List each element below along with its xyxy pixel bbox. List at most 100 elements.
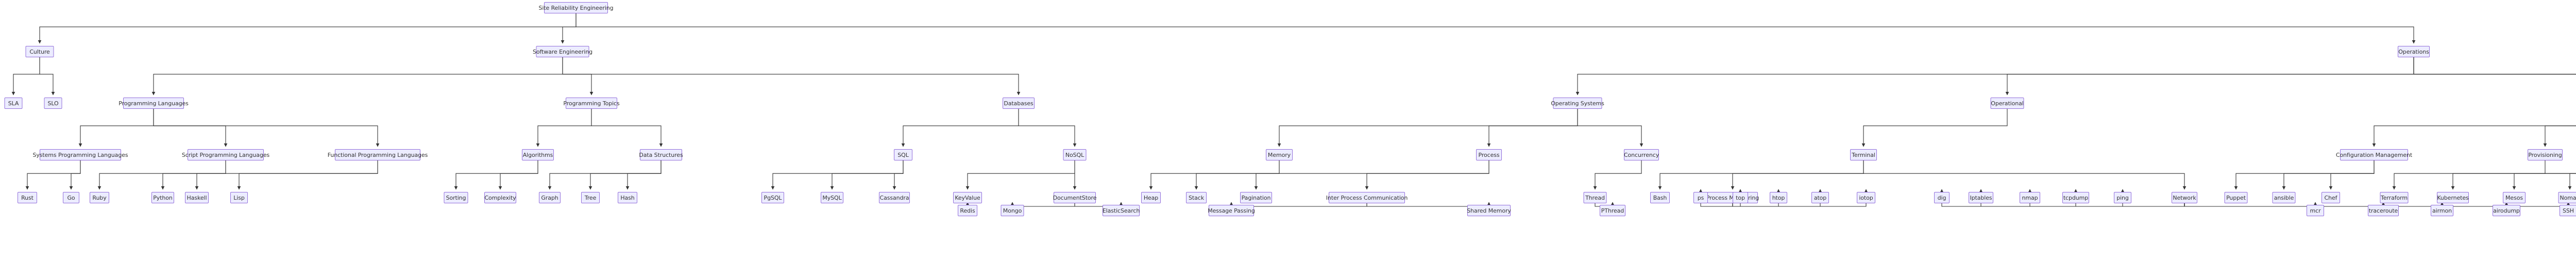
node-label: airodump: [2493, 207, 2520, 214]
node-stack[interactable]: Stack: [1186, 192, 1207, 203]
edge-progtopics-to-algorithms: [536, 109, 592, 147]
node-label: Kubernetes: [2437, 194, 2469, 201]
node-process[interactable]: Process: [1476, 149, 1502, 160]
node-network[interactable]: Network: [2172, 192, 2197, 203]
edge-orchestration-to-kubernetes: [2451, 173, 2576, 190]
node-slo[interactable]: SLO: [44, 98, 62, 109]
node-ops[interactable]: Operations: [2398, 46, 2430, 57]
node-ansible[interactable]: ansible: [2272, 192, 2296, 203]
node-sql[interactable]: SQL: [894, 149, 912, 160]
node-nomad[interactable]: Nomad: [2558, 192, 2576, 203]
node-tcpdump[interactable]: tcpdump: [2062, 192, 2089, 203]
edge-configmgmt-to-ansible: [2282, 160, 2375, 190]
node-mesos[interactable]: Mesos: [2503, 192, 2526, 203]
node-heap[interactable]: Heap: [1141, 192, 1161, 203]
node-ping[interactable]: ping: [2114, 192, 2131, 203]
node-tree[interactable]: Tree: [581, 192, 600, 203]
node-python[interactable]: Python: [151, 192, 174, 203]
node-concurrency[interactable]: Concurrency: [1624, 149, 1659, 160]
node-graph[interactable]: Graph: [539, 192, 561, 203]
node-configmgmt[interactable]: Configuration Management: [2336, 149, 2412, 160]
node-proglang[interactable]: Programming Languages: [118, 98, 189, 109]
node-sre[interactable]: Site Reliability Engineering: [538, 2, 614, 13]
node-swe[interactable]: Software Engineering: [533, 46, 592, 57]
node-scriptprog[interactable]: Script Programming Languages: [182, 149, 269, 160]
node-label: ElasticSearch: [1102, 207, 1140, 214]
node-documentstore[interactable]: DocumentStore: [1053, 192, 1096, 203]
node-label: Message Passing: [1208, 207, 1255, 214]
edge-databases-to-nosql: [1018, 109, 1077, 147]
node-redis[interactable]: Redis: [958, 205, 977, 216]
node-top[interactable]: top: [1733, 192, 1748, 203]
node-ssh[interactable]: SSH: [2560, 205, 2576, 216]
node-sysprog[interactable]: Systems Programming Languages: [33, 149, 128, 160]
node-ps[interactable]: ps: [1693, 192, 1708, 203]
node-nosql[interactable]: NoSQL: [1063, 149, 1087, 160]
node-atop[interactable]: atop: [1811, 192, 1829, 203]
node-puppet[interactable]: Puppet: [2224, 192, 2248, 203]
node-keyvalue[interactable]: KeyValue: [953, 192, 982, 203]
node-haskell[interactable]: Haskell: [185, 192, 209, 203]
node-label: Databases: [1004, 100, 1033, 107]
node-nmap[interactable]: nmap: [2020, 192, 2040, 203]
node-pthread[interactable]: PThread: [1600, 205, 1625, 216]
node-datastruct[interactable]: Data Structures: [639, 149, 683, 160]
node-htop[interactable]: htop: [1770, 192, 1787, 203]
node-label: Nomad: [2560, 194, 2576, 201]
node-bash[interactable]: Bash: [1650, 192, 1670, 203]
node-iptables[interactable]: Iptables: [1969, 192, 1993, 203]
node-cassandra[interactable]: Cassandra: [879, 192, 910, 203]
node-culture[interactable]: Culture: [25, 46, 54, 57]
node-label: MySQL: [822, 194, 842, 201]
node-terraform[interactable]: Terraform: [2380, 192, 2409, 203]
node-label: Graph: [541, 194, 558, 201]
node-progtopics[interactable]: Programming Topics: [563, 98, 620, 109]
node-label: Functional Programming Languages: [327, 151, 428, 158]
node-complexity[interactable]: Complexity: [484, 192, 516, 203]
node-label: Operational: [1991, 100, 2024, 107]
node-lisp[interactable]: Lisp: [230, 192, 248, 203]
node-chef[interactable]: Chef: [2321, 192, 2340, 203]
node-label: Iptables: [1970, 194, 1992, 201]
node-ruby[interactable]: Ruby: [90, 192, 109, 203]
node-algorithms[interactable]: Algorithms: [522, 149, 554, 160]
node-rust[interactable]: Rust: [18, 192, 37, 203]
node-sorting[interactable]: Sorting: [444, 192, 468, 203]
edge-scriptprog-to-ruby: [97, 160, 226, 190]
node-elasticsearch[interactable]: ElasticSearch: [1103, 205, 1140, 216]
node-label: Programming Languages: [118, 100, 189, 107]
node-messagepassing[interactable]: Message Passing: [1208, 205, 1255, 216]
node-kubernetes[interactable]: Kubernetes: [2437, 192, 2469, 203]
node-operational[interactable]: Operational: [1990, 98, 2024, 109]
node-go[interactable]: Go: [63, 192, 79, 203]
node-funcprog[interactable]: Functional Programming Languages: [328, 149, 428, 160]
node-sharedmemory[interactable]: Shared Memory: [1467, 205, 1511, 216]
edge-concurrency-to-thread: [1593, 160, 1642, 190]
node-airodump[interactable]: airodump: [2493, 205, 2520, 216]
node-thread[interactable]: Thread: [1583, 192, 1607, 203]
edge-terminal-to-network: [1863, 160, 2187, 190]
node-pagination[interactable]: Pagination: [1240, 192, 1272, 203]
node-hash[interactable]: Hash: [618, 192, 637, 203]
node-opsys[interactable]: Operating Systems: [1551, 98, 1604, 109]
node-label: Puppet: [2226, 194, 2246, 201]
node-mysql[interactable]: MySQL: [821, 192, 843, 203]
node-mongo[interactable]: Mongo: [1001, 205, 1024, 216]
node-label: ping: [2116, 194, 2129, 201]
node-sla[interactable]: SLA: [4, 98, 23, 109]
node-airmon[interactable]: airmon: [2431, 205, 2453, 216]
edge-funcprog-to-haskell: [195, 160, 378, 190]
node-provisioning[interactable]: Provisioning: [2528, 149, 2563, 160]
node-memory[interactable]: Memory: [1266, 149, 1293, 160]
node-mcr[interactable]: mcr: [2307, 205, 2324, 216]
node-label: Operations: [2398, 48, 2429, 55]
node-terminal[interactable]: Terminal: [1850, 149, 1877, 160]
node-pgsql[interactable]: PgSQL: [761, 192, 784, 203]
edge-sre-to-ops: [575, 13, 2416, 44]
node-ipc[interactable]: Inter Process Communication: [1326, 192, 1408, 203]
node-databases[interactable]: Databases: [1003, 98, 1035, 109]
node-traceroute[interactable]: traceroute: [2368, 205, 2399, 216]
node-dig[interactable]: dig: [1934, 192, 1950, 203]
node-iotop[interactable]: iotop: [1857, 192, 1875, 203]
